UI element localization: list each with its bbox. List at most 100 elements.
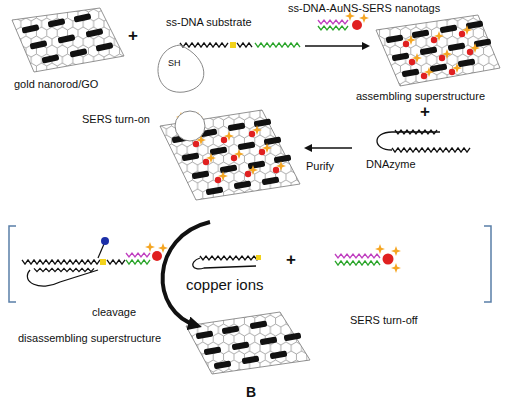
gold-nanorod	[386, 34, 404, 43]
raman-sparkle	[262, 143, 272, 153]
raman-sparkle	[452, 63, 462, 73]
gold-nanorod	[48, 18, 66, 27]
raman-sparkle	[248, 165, 258, 175]
gold-nanorod	[420, 46, 438, 55]
raman-sparkle	[412, 53, 422, 63]
signal-bubble	[175, 111, 205, 141]
gold-nanorod	[274, 154, 292, 163]
raman-sparkle	[391, 263, 401, 273]
thiol-loop	[158, 45, 204, 92]
label-text: ss-DNA substrate	[166, 16, 252, 29]
label-text: DNAzyme	[366, 158, 416, 171]
gold-nanostar	[409, 59, 415, 65]
gold-nanostar	[152, 251, 162, 261]
gold-nanorod	[42, 54, 60, 63]
gold-nanorod	[260, 336, 278, 345]
label-text: gold nanorod/GO	[14, 78, 98, 91]
gold-nanorod	[262, 176, 280, 185]
gold-nanostar	[245, 171, 251, 177]
dna-strand	[200, 256, 260, 260]
gold-nanorod	[228, 122, 246, 131]
gold-nanorod	[448, 42, 466, 51]
gold-nanostar	[431, 37, 437, 43]
cleavage-arrow	[163, 222, 210, 326]
dna-strand	[335, 254, 380, 258]
gold-nanostar	[221, 137, 227, 143]
graphene-oxide-sheet	[12, 8, 124, 72]
plus-sign: +	[128, 26, 138, 46]
gold-nanorod	[284, 332, 302, 341]
gold-nanorod	[248, 160, 266, 169]
label-text: disassembling superstructure	[18, 332, 161, 345]
label-text: SERS turn-off	[350, 314, 418, 327]
label-text: SH	[168, 58, 181, 68]
gold-nanostar	[193, 141, 199, 147]
cleavage-site	[100, 259, 106, 265]
label-text: Purify	[306, 160, 334, 173]
raman-sparkle	[470, 43, 480, 53]
raman-sparkle	[462, 25, 472, 35]
raman-sparkle	[424, 67, 434, 77]
label-text: assembling superstructure	[356, 90, 485, 103]
dna-strand	[22, 260, 100, 264]
gold-nanorod	[234, 180, 252, 189]
dna-strand	[318, 20, 348, 24]
gold-nanorod	[204, 346, 222, 355]
dna-strand	[34, 268, 94, 271]
gold-nanostar	[352, 20, 362, 30]
dna-strand	[126, 260, 150, 264]
cleavage-site	[230, 42, 236, 48]
dna-strand	[335, 261, 380, 265]
bracket	[9, 226, 16, 302]
dna-strand	[255, 43, 300, 47]
raman-sparkle	[224, 131, 234, 141]
gold-nanostar	[203, 159, 209, 165]
raman-sparkle	[252, 125, 262, 135]
raman-sparkle	[375, 244, 385, 254]
gold-nanostar	[421, 73, 427, 79]
gold-nanostar	[403, 41, 409, 47]
raman-sparkle	[406, 35, 416, 45]
gold-nanorod	[474, 38, 492, 47]
dnazyme-hairpin	[377, 132, 440, 150]
dna-strand	[126, 253, 150, 257]
gold-nanostar	[467, 49, 473, 55]
gold-nanostar	[383, 254, 394, 265]
gold-nanorod	[242, 355, 260, 364]
graphene-oxide-sheet	[160, 110, 300, 200]
graphene-oxide-sheet	[376, 15, 500, 86]
dna-strand	[318, 26, 348, 30]
gold-nanorod	[86, 28, 104, 37]
dna-strand	[392, 148, 470, 152]
panel-letter: B	[246, 384, 256, 400]
copper-ion	[101, 237, 109, 245]
gold-nanorod	[206, 186, 224, 195]
dnazyme-hairpin	[27, 270, 98, 286]
dnazyme-hairpin	[193, 258, 256, 269]
plus-sign: +	[286, 250, 296, 270]
gold-nanorod	[412, 29, 430, 38]
gold-nanorod	[392, 52, 410, 61]
graphene-oxide-sheet	[186, 312, 310, 374]
raman-sparkle	[158, 243, 168, 253]
gold-nanorod	[30, 40, 48, 49]
purify-arrow	[306, 147, 352, 148]
cleavage-site	[256, 255, 261, 260]
dna-strand	[395, 130, 437, 134]
gold-nanorod	[402, 68, 420, 77]
gold-nanorod	[232, 341, 250, 350]
gold-nanostar	[249, 131, 255, 137]
gold-nanorod	[238, 141, 256, 150]
gold-nanorod	[96, 42, 114, 51]
raman-sparkle	[442, 49, 452, 59]
copper-binding-arm	[98, 244, 104, 258]
plus-sign: +	[420, 102, 430, 122]
gold-nanorod	[466, 20, 484, 29]
dna-strand	[237, 43, 252, 47]
gold-nanorod	[214, 360, 232, 369]
dna-strand	[107, 260, 125, 264]
label-text: copper ions	[186, 276, 264, 293]
gold-nanorod	[250, 320, 268, 329]
gold-nanorod	[22, 24, 40, 33]
